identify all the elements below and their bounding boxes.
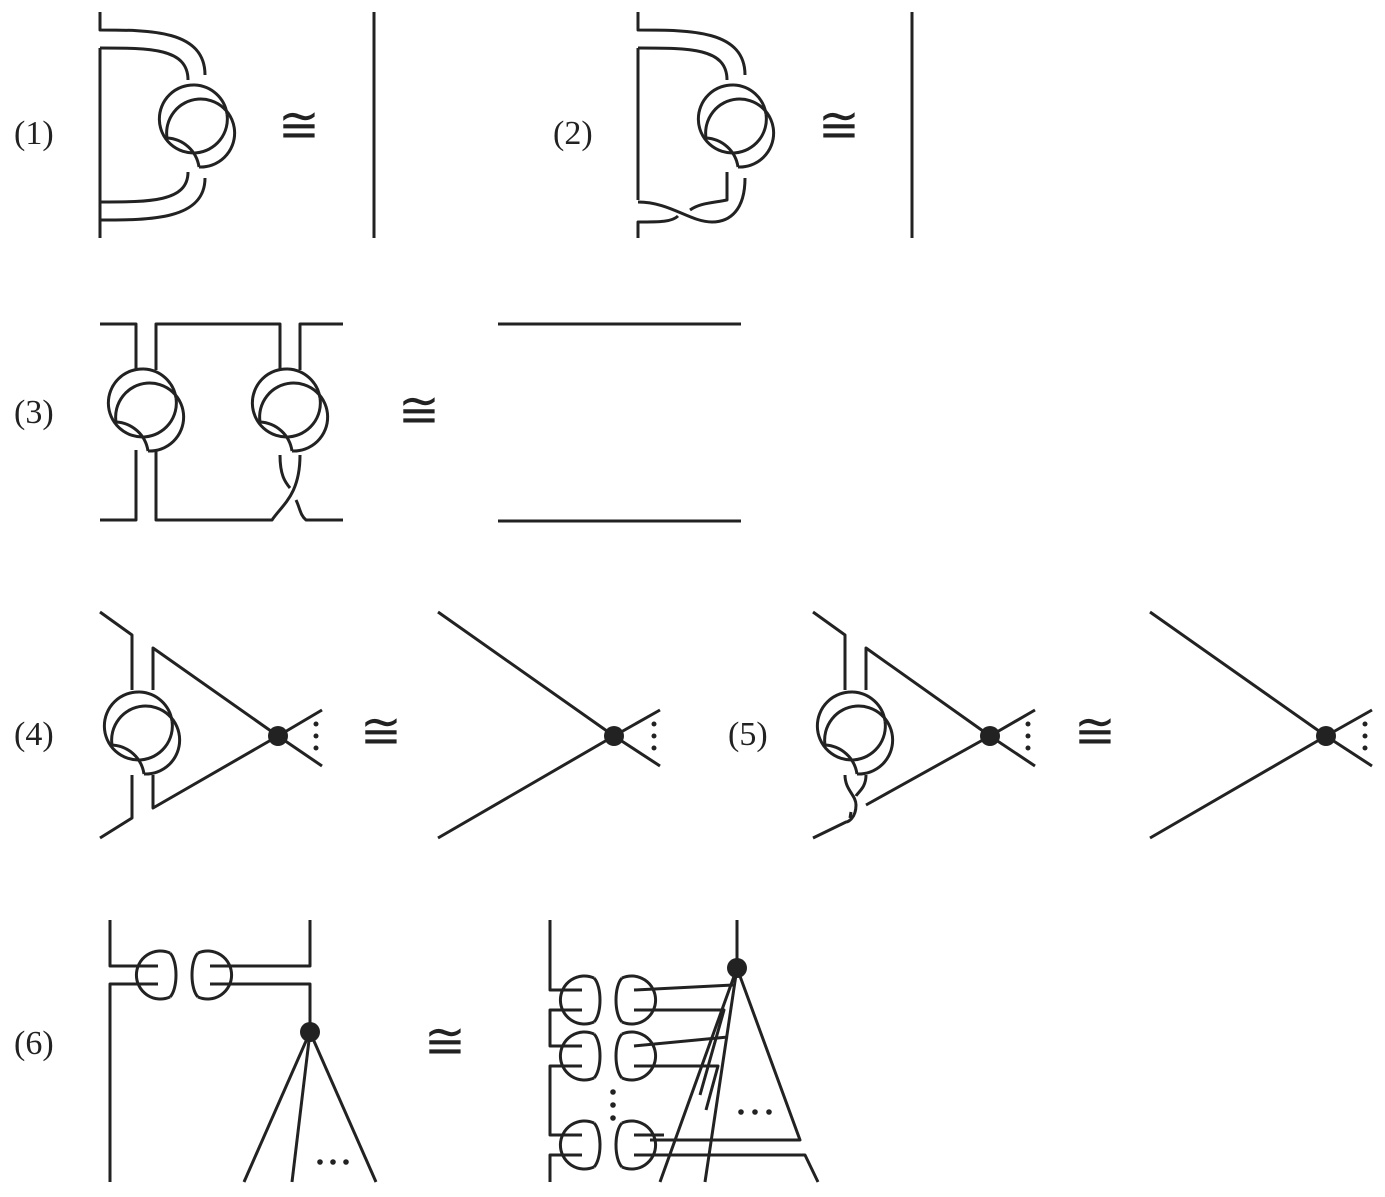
relation-5-rhs xyxy=(1149,610,1373,840)
vertex-node xyxy=(980,726,1000,746)
congruence-symbol-1: ≅ xyxy=(278,96,320,154)
relation-6-lhs xyxy=(108,920,378,1183)
congruence-symbol-6: ≅ xyxy=(424,1012,466,1070)
relation-1-lhs xyxy=(98,12,237,238)
relation-2-lhs xyxy=(636,12,776,238)
relation-label-3: (3) xyxy=(14,394,54,431)
vertex-node xyxy=(1316,726,1336,746)
relation-6-rhs xyxy=(548,920,820,1183)
congruence-symbol-3: ≅ xyxy=(398,381,440,439)
vertex-node xyxy=(300,1022,320,1042)
vertex-node xyxy=(727,958,747,978)
congruence-symbol-5: ≅ xyxy=(1074,702,1116,760)
relation-label-5: (5) xyxy=(728,716,768,753)
relation-label-1: (1) xyxy=(14,115,54,152)
relation-3-rhs xyxy=(498,322,741,523)
relation-4-lhs xyxy=(99,610,323,840)
relation-3-lhs xyxy=(100,322,343,522)
relation-label-4: (4) xyxy=(14,716,54,753)
vertex-node xyxy=(604,726,624,746)
relation-label-2: (2) xyxy=(553,115,593,152)
relation-5-lhs xyxy=(812,610,1036,840)
vertex-node xyxy=(268,726,288,746)
relation-4-rhs xyxy=(437,610,661,840)
relation-label-6: (6) xyxy=(14,1025,54,1062)
congruence-symbol-4: ≅ xyxy=(360,702,402,760)
congruence-symbol-2: ≅ xyxy=(818,96,860,154)
